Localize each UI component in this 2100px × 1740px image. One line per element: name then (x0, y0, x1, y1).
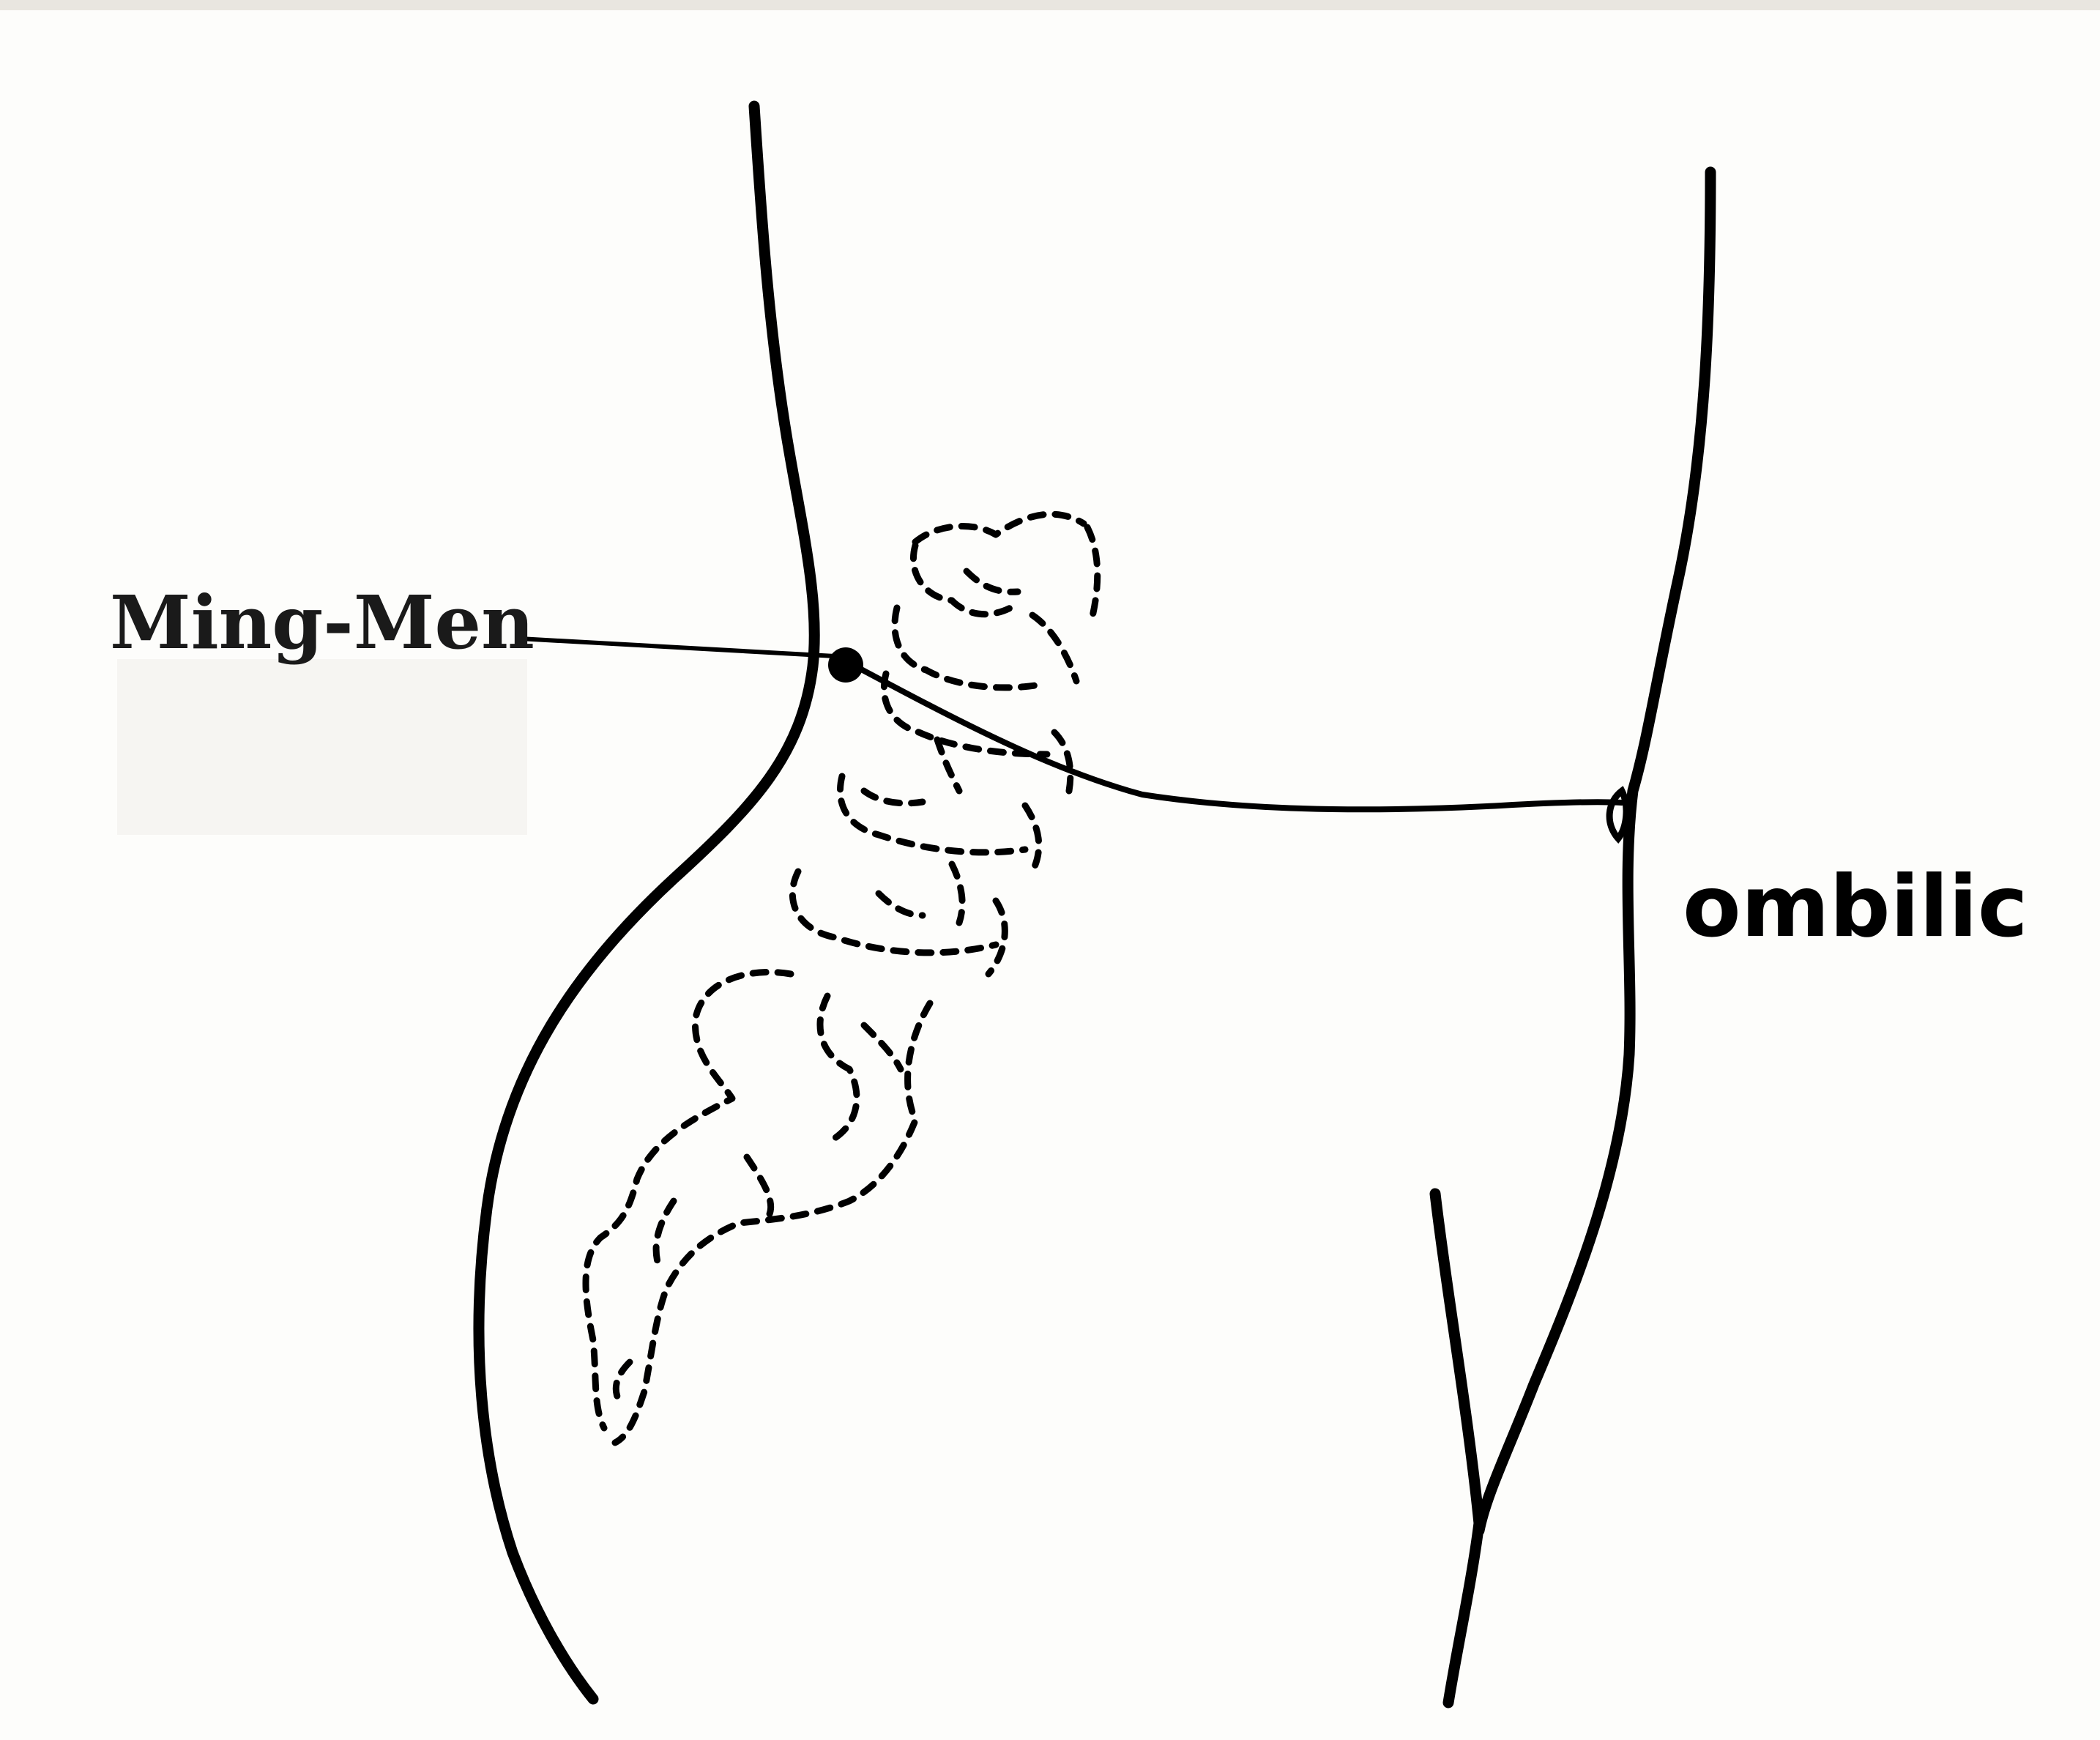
ming-men-label: Ming-Men (110, 579, 535, 666)
erased-patch (117, 659, 527, 835)
ombilic-label: ombilic (1683, 858, 2028, 956)
filled-dot-icon (828, 647, 863, 683)
top-band (0, 0, 2100, 10)
